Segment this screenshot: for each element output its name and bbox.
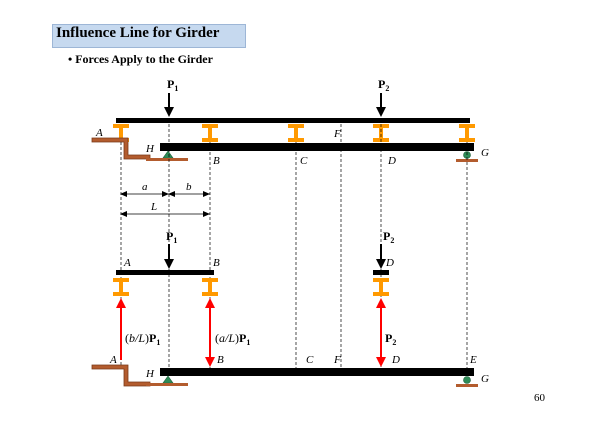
hinge-base-top <box>146 158 188 161</box>
stringer-ab-fbd <box>116 270 214 275</box>
label-c-bottom: C <box>306 354 314 366</box>
stringer-d-fbd <box>373 270 389 275</box>
stringer-bc <box>212 118 296 123</box>
label-g-bottom: G <box>481 373 489 385</box>
slide-title: Influence Line for Girder <box>56 25 220 41</box>
label-p1-top: P1 <box>167 77 178 93</box>
hinge-support-top <box>162 150 174 159</box>
roller-base-bottom <box>456 384 478 387</box>
bottom-figure: A H B C F D E G <box>91 336 489 387</box>
label-a-top: A <box>95 127 103 139</box>
left-abutment-bottom <box>91 364 151 387</box>
dimensions: a b L <box>120 181 210 217</box>
label-f-bottom: F <box>333 354 341 366</box>
label-reaction-mid: (a/L)P1 <box>215 331 250 347</box>
label-a-bottom: A <box>109 354 117 366</box>
label-b-fbd: B <box>213 257 220 269</box>
label-h-top: H <box>145 143 155 155</box>
label-p2-top: P2 <box>378 77 389 93</box>
label-p1-fbd: P1 <box>166 229 177 245</box>
label-f-top: F <box>333 128 341 140</box>
label-d-top: D <box>387 155 396 167</box>
label-b-top: B <box>213 155 220 167</box>
label-a-fbd: A <box>123 257 131 269</box>
girder-top <box>160 143 474 151</box>
connector-e <box>459 124 475 142</box>
stringer-cd <box>296 118 380 123</box>
label-g-top: G <box>481 147 489 159</box>
roller-support-bottom <box>463 376 471 384</box>
connector-b <box>202 124 218 142</box>
connector-b-fbd <box>202 278 218 296</box>
label-dim-a: a <box>142 181 148 193</box>
title-box <box>52 24 246 48</box>
stringer-ab <box>116 118 212 123</box>
top-figure: P1 P2 A H B C F D G <box>91 77 489 167</box>
middle-figure: P1 A B P2 D (b/L)P1 (a/L)P1 P2 <box>113 229 396 360</box>
roller-base-top <box>456 159 478 162</box>
connector-c <box>288 124 304 142</box>
connector-a-fbd <box>113 278 129 296</box>
page-number: 60 <box>534 392 545 404</box>
label-reaction-right: P2 <box>385 331 396 347</box>
label-h-bottom: H <box>145 368 155 380</box>
stringer-de <box>380 118 470 123</box>
girder-bottom <box>160 368 474 376</box>
label-reaction-left: (b/L)P1 <box>125 331 160 347</box>
hinge-base-bottom <box>146 383 188 386</box>
hinge-support-bottom <box>162 375 174 384</box>
label-c-top: C <box>300 155 308 167</box>
label-dim-b: b <box>186 181 192 193</box>
bullet-forces: • Forces Apply to the Girder <box>68 52 213 66</box>
label-d-fbd: D <box>385 257 394 269</box>
label-b-bottom: B <box>217 354 224 366</box>
label-d-bottom: D <box>391 354 400 366</box>
connectors-fbd <box>113 278 389 296</box>
connector-d-fbd <box>373 278 389 296</box>
label-e-bottom: E <box>469 354 477 366</box>
connectors-top <box>113 124 475 142</box>
label-p2-fbd: P2 <box>383 229 394 245</box>
label-dim-l: L <box>150 201 157 213</box>
